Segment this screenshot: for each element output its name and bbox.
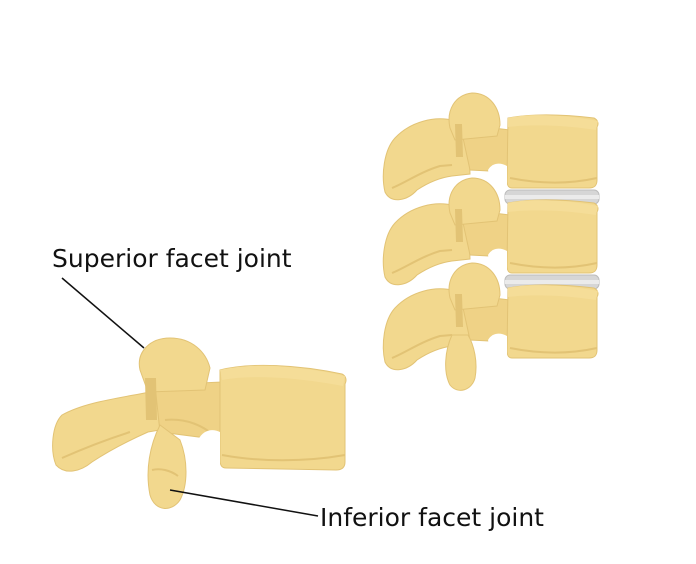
spine-segment-top-vertebra — [382, 92, 599, 201]
superior-leader-line — [61, 277, 145, 349]
inferior-leader-line — [169, 489, 319, 517]
single-vertebra — [52, 337, 347, 509]
superior-facet-joint-label: Superior facet joint — [52, 244, 292, 273]
inferior-facet-joint-label: Inferior facet joint — [320, 503, 544, 532]
bottom-inferior-process — [445, 334, 477, 391]
